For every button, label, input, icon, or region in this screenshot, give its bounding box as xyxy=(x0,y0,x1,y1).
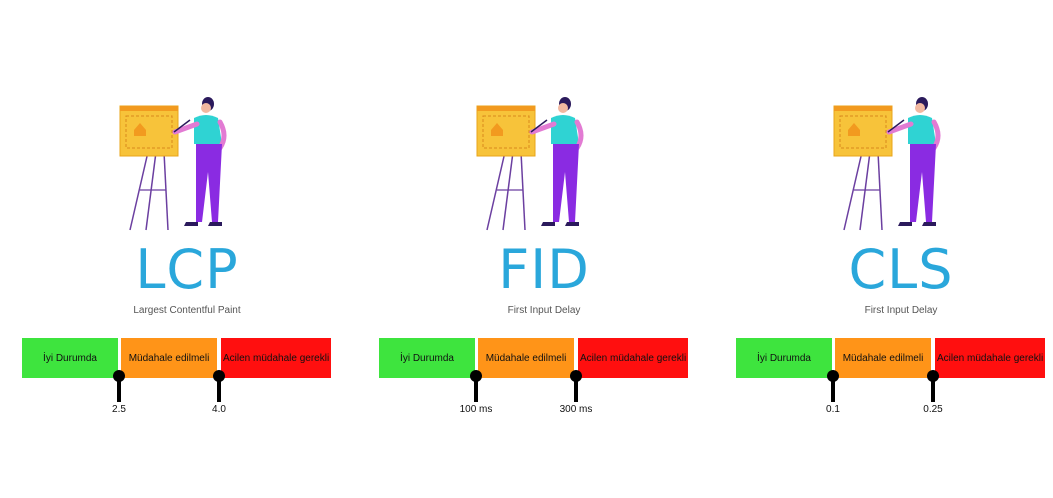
segment-good: İyi Durumda xyxy=(22,338,118,378)
metric-panel-fid: FID First Input Delay İyi Durumda Müdaha… xyxy=(379,0,709,498)
metric-full-name: First Input Delay xyxy=(507,305,581,316)
painter-at-easel-illustration xyxy=(22,90,352,235)
segment-needs-improvement: Müdahale edilmeli xyxy=(121,338,217,378)
threshold-marker xyxy=(212,370,226,402)
painter-at-easel-illustration xyxy=(736,90,1053,235)
segment-good: İyi Durumda xyxy=(736,338,832,378)
painter-at-easel-illustration xyxy=(379,90,709,235)
threshold-label: 4.0 xyxy=(212,404,226,415)
threshold-label: 0.25 xyxy=(923,404,943,415)
threshold-marker xyxy=(826,370,840,402)
segment-good: İyi Durumda xyxy=(379,338,475,378)
threshold-label: 100 ms xyxy=(459,404,493,415)
threshold-label: 0.1 xyxy=(826,404,840,415)
threshold-marker xyxy=(569,370,583,402)
metric-panel-cls: CLS First Input Delay İyi Durumda Müdaha… xyxy=(736,0,1053,498)
metric-acronym: LCP xyxy=(135,238,239,301)
segment-needs-improvement: Müdahale edilmeli xyxy=(835,338,931,378)
segment-poor: Acilen müdahale gerekli xyxy=(578,338,688,378)
threshold-marker xyxy=(112,370,126,402)
metric-acronym: FID xyxy=(498,238,590,301)
segment-poor: Acilen müdahale gerekli xyxy=(935,338,1045,378)
metric-full-name: Largest Contentful Paint xyxy=(133,305,241,316)
threshold-marker xyxy=(469,370,483,402)
metric-acronym: CLS xyxy=(848,238,954,301)
threshold-label: 300 ms xyxy=(559,404,593,415)
metric-panel-lcp: LCP Largest Contentful Paint İyi Durumda… xyxy=(22,0,352,498)
segment-needs-improvement: Müdahale edilmeli xyxy=(478,338,574,378)
threshold-label: 2.5 xyxy=(112,404,126,415)
threshold-marker xyxy=(926,370,940,402)
metric-full-name: First Input Delay xyxy=(864,305,938,316)
segment-poor: Acilen müdahale gerekli xyxy=(221,338,331,378)
